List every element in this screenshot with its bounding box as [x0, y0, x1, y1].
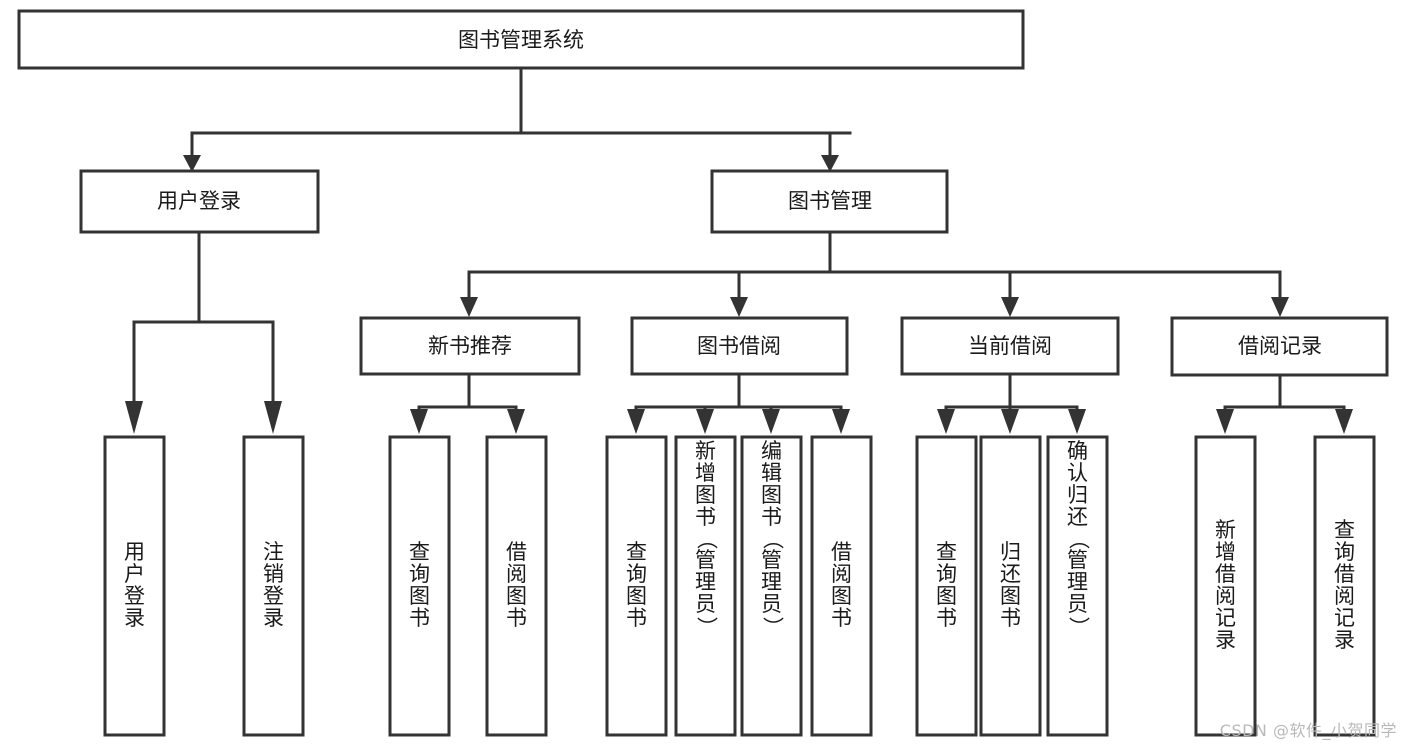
leaf-box-bookborrow-query[interactable] — [605, 435, 668, 737]
node-current-borrow[interactable] — [900, 316, 1120, 376]
connector-root-to-level1 — [183, 66, 852, 172]
node-user-login-label: 用户登录 — [157, 189, 241, 213]
node-borrow-record[interactable] — [1170, 316, 1389, 377]
leaf-box-borrowrecord-add[interactable] — [1194, 435, 1257, 737]
leaf-box-bookborrow-edit[interactable] — [740, 435, 803, 737]
node-user-login[interactable] — [79, 169, 320, 234]
leaf-box-user-login-login[interactable] — [103, 435, 166, 737]
connector-userlogin-to-leaves — [125, 230, 282, 434]
leaf-box-currentborrow-return[interactable] — [979, 435, 1042, 737]
leaf-box-newbook-borrow[interactable] — [485, 435, 548, 737]
node-book-management-label: 图书管理 — [788, 189, 872, 213]
node-book-management[interactable] — [710, 169, 949, 234]
node-borrow-record-label: 借阅记录 — [1238, 334, 1322, 358]
node-new-book-recommend-label: 新书推荐 — [428, 334, 512, 358]
connector-bookmgmt-to-level2 — [460, 230, 1289, 317]
node-root[interactable] — [17, 9, 1025, 70]
csdn-watermark: CSDN @软件_小贺同学 — [1219, 721, 1397, 740]
node-book-borrow[interactable] — [630, 316, 849, 376]
leaf-box-currentborrow-query[interactable] — [915, 435, 978, 737]
leaf-box-bookborrow-borrow[interactable] — [810, 435, 873, 737]
node-book-borrow-label: 图书借阅 — [697, 334, 781, 358]
connector-currentborrow-to-leaves — [937, 372, 1086, 434]
connector-bookborrow-to-leaves — [627, 372, 850, 434]
leaf-box-bookborrow-add[interactable] — [674, 435, 737, 737]
connector-newbook-to-leaves — [410, 372, 525, 434]
node-current-borrow-label: 当前借阅 — [968, 334, 1052, 358]
node-new-book-recommend[interactable] — [359, 316, 581, 376]
connector-borrowrecord-to-leaves — [1216, 373, 1353, 434]
leaf-box-user-login-logout[interactable] — [242, 435, 305, 737]
leaf-box-newbook-query[interactable] — [388, 435, 451, 737]
leaf-box-currentborrow-confirm[interactable] — [1046, 435, 1109, 737]
leaf-box-borrowrecord-query[interactable] — [1313, 435, 1376, 737]
node-root-label: 图书管理系统 — [458, 28, 584, 52]
